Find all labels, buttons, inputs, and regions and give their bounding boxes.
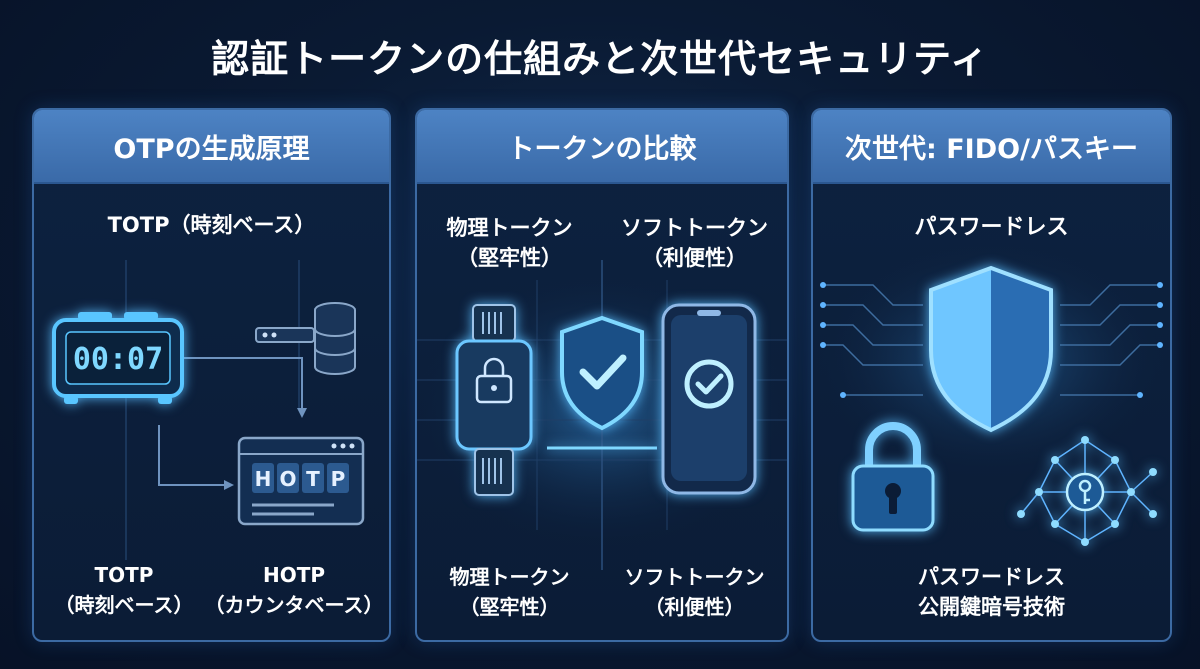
compare-diagram [417, 260, 787, 570]
hotp-label: HOTP （カウンタベース） [204, 560, 384, 620]
smartphone-icon [661, 303, 757, 495]
hotp-char-t: T [306, 467, 320, 491]
physical-token-bottom-line2: （堅牢性） [459, 595, 560, 619]
panel-fido-heading: 次世代: FIDO/パスキー [813, 110, 1170, 184]
network-key-icon [1017, 436, 1157, 546]
physical-token-bottom-label: 物理トークン （堅牢性） [417, 562, 602, 622]
totp-label-line2: （時刻ベース） [54, 593, 194, 617]
soft-token-bottom-line1: ソフトトークン [624, 565, 765, 589]
passwordless-top-label: パスワードレス [914, 215, 1069, 240]
hotp-char-o: O [279, 467, 296, 491]
totp-label-line1: TOTP [94, 563, 154, 587]
fido-diagram [813, 240, 1170, 546]
panel-otp-heading: OTPの生成原理 [34, 110, 389, 184]
hotp-char-p: P [331, 467, 346, 491]
physical-token-top-line1: 物理トークン [446, 216, 573, 240]
usb-key-icon [455, 304, 533, 496]
soft-token-top-label: ソフトトークン （利便性） [602, 213, 787, 273]
shield-icon [929, 265, 1053, 433]
fido-bottom-line1: パスワードレス [918, 565, 1065, 589]
soft-token-bottom-line2: （利便性） [644, 595, 745, 619]
clock-display: 00:07 [73, 342, 163, 377]
server-icon [255, 302, 356, 375]
fido-bottom-label: パスワードレス 公開鍵暗号技術 [813, 562, 1170, 622]
physical-token-top-line2: （堅牢性） [457, 246, 562, 270]
browser-window-icon [237, 436, 365, 526]
soft-token-top-line2: （利便性） [642, 246, 747, 270]
shield-check-icon [560, 315, 644, 431]
totp-top-label: TOTP（時刻ベース） [107, 213, 316, 237]
padlock-icon [851, 422, 935, 532]
page-title: 認証トークンの仕組みと次世代セキュリティ [211, 37, 989, 81]
panel-compare-heading: トークンの比較 [417, 110, 787, 184]
panel-otp: OTPの生成原理 00:07 [32, 108, 391, 642]
hotp-label-line2: （カウンタベース） [204, 593, 384, 617]
panel-token-compare: トークンの比較 [415, 108, 789, 642]
soft-token-bottom-label: ソフトトークン （利便性） [602, 562, 787, 622]
totp-label: TOTP （時刻ベース） [44, 560, 204, 620]
hotp-char-h: H [255, 467, 272, 491]
otp-diagram: 00:07 H O T P [52, 260, 365, 560]
soft-token-top-line1: ソフトトークン [621, 216, 768, 240]
hotp-label-line1: HOTP [262, 563, 326, 587]
physical-token-top-label: 物理トークン （堅牢性） [417, 213, 602, 273]
alarm-clock-icon [52, 312, 184, 404]
panel-fido: 次世代: FIDO/パスキー [811, 108, 1172, 642]
physical-token-bottom-line1: 物理トークン [449, 565, 570, 589]
fido-bottom-line2: 公開鍵暗号技術 [918, 595, 1065, 619]
